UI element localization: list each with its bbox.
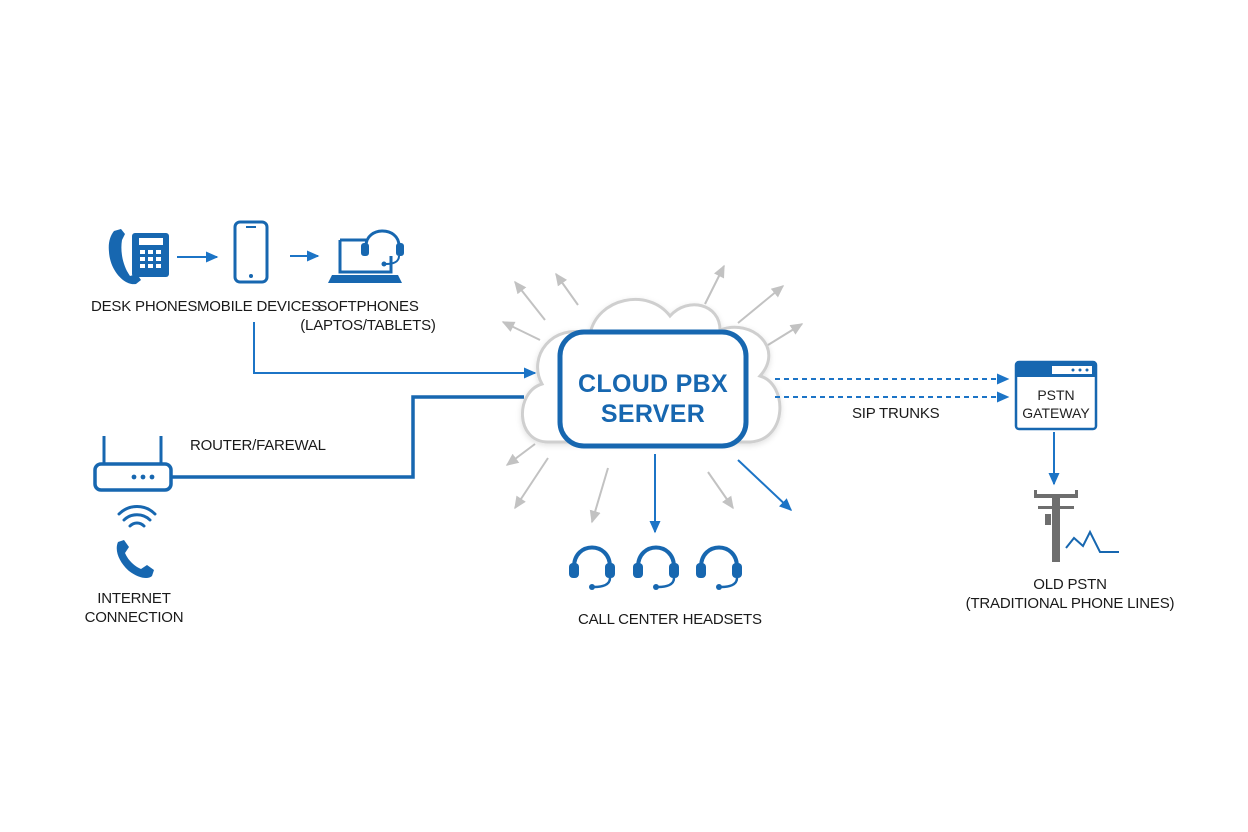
pbx-title-line2: SERVER	[600, 400, 706, 428]
gateway-label-line2: GATEWAY	[1022, 405, 1090, 421]
connector-router-to-pbx	[171, 395, 524, 479]
connector-devices-to-pbx	[253, 322, 537, 379]
softphones-label-line2: (LAPTOS/TABLETS)	[300, 317, 436, 334]
old-pstn-label-line2: (TRADITIONAL PHONE LINES)	[965, 595, 1175, 612]
softphones-label: SOFTPHONES (LAPTOS/TABLETS)	[298, 297, 438, 335]
sip-trunk-lines	[775, 373, 1010, 403]
broadcast-rays	[501, 264, 804, 524]
router-label: ROUTER/FAREWAL	[190, 437, 326, 454]
old-pstn-label-line1: OLD PSTN	[1033, 576, 1107, 593]
internet-label-line2: CONNECTION	[84, 609, 184, 626]
smartphone-icon	[233, 220, 269, 284]
mobile-devices-label: MOBILE DEVICES	[197, 298, 321, 315]
desk-phone-icon	[108, 229, 169, 285]
sip-trunks-label: SIP TRUNKS	[852, 405, 940, 422]
softphones-label-line1: SOFTPHONES	[317, 298, 419, 315]
wifi-icon	[117, 505, 157, 528]
desk-phones-label: DESK PHONES	[91, 298, 198, 315]
arrow-pbx-to-lower-right	[737, 459, 793, 511]
old-pstn-label: OLD PSTN (TRADITIONAL PHONE LINES)	[960, 575, 1180, 613]
gateway-label-line1: PSTN	[1037, 387, 1075, 403]
pbx-title-line1: CLOUD PBX	[578, 370, 728, 398]
pbx-server-box	[557, 329, 749, 449]
headset-icon	[696, 545, 742, 590]
internet-connection-label: INTERNET CONNECTION	[74, 589, 194, 627]
headset-icon	[633, 545, 679, 590]
phone-handset-icon	[116, 540, 154, 579]
internet-label-line1: INTERNET	[97, 590, 171, 607]
utility-pole-icon	[1034, 490, 1119, 562]
headsets-label: CALL CENTER HEADSETS	[578, 611, 762, 628]
headset-icon	[569, 545, 615, 590]
router-icon	[93, 436, 173, 492]
laptop-headset-icon	[328, 229, 404, 283]
gateway-box-icon	[1014, 360, 1098, 431]
